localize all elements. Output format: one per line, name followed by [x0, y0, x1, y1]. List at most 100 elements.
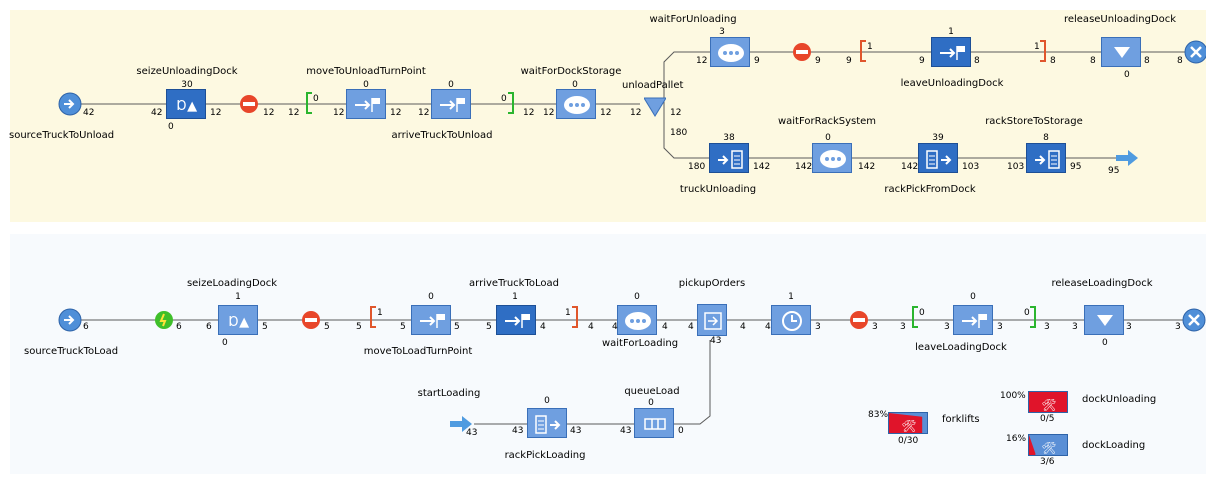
- arrive-unload-out: 0: [501, 94, 507, 104]
- arrive-load-exit-count: 1: [565, 308, 571, 318]
- release-loading-dock-block[interactable]: [1084, 305, 1124, 335]
- wait-for-loading-block[interactable]: [617, 305, 657, 335]
- arrive-load-count: 1: [512, 292, 518, 302]
- start-loading-arrow-icon[interactable]: [450, 416, 472, 432]
- svg-text:🛠: 🛠: [1041, 398, 1056, 412]
- arrive-unload-in: 12: [418, 108, 430, 118]
- wait-for-unloading-block[interactable]: [710, 37, 750, 67]
- leave-unloading-count: 1: [948, 27, 954, 37]
- arrive-truck-to-unload-block[interactable]: [431, 89, 471, 119]
- unload-pallet-split-icon[interactable]: [644, 96, 666, 118]
- wait-dock-in-left: 12: [523, 108, 535, 118]
- source-out-count: 42: [83, 108, 95, 118]
- move-to-unload-turn-point-block[interactable]: [346, 89, 386, 119]
- queue-load-label: queueLoad: [624, 386, 680, 397]
- move-to-load-turn-point-block[interactable]: [411, 305, 451, 335]
- leave-loading-in-left: 3: [900, 322, 906, 332]
- hold-unloading-out: 12: [263, 108, 275, 118]
- arrive-truck-to-unload-label: arriveTruckToUnload: [391, 130, 493, 141]
- top-flowchart-panel: [10, 10, 1206, 222]
- seize-unloading-bottom: 0: [168, 122, 174, 132]
- rack-pick-dock-in: 142: [901, 162, 919, 172]
- green-hold-out: 6: [176, 322, 182, 332]
- dock-unloading-resource-block[interactable]: 🛠: [1028, 391, 1068, 413]
- rack-pick-from-dock-block[interactable]: [918, 143, 958, 173]
- truck-unloading-in: 180: [688, 162, 706, 172]
- rack-pick-dock-out: 103: [962, 162, 980, 172]
- rack-pick-from-dock-label: rackPickFromDock: [884, 184, 976, 195]
- move-load-in-left: 5: [356, 322, 362, 332]
- truck-unloading-count: 38: [723, 133, 735, 143]
- leave-unloading-dock-label: leaveUnloadingDock: [900, 78, 1004, 89]
- release-unloading-bottom: 0: [1124, 70, 1130, 80]
- hold-loading-icon[interactable]: [301, 310, 321, 330]
- source-truck-to-unload-label: sourceTruckToUnload: [9, 130, 115, 141]
- wait-for-dock-storage-block[interactable]: [556, 89, 596, 119]
- exit-storage-arrow-icon[interactable]: [1116, 150, 1138, 166]
- release-unloading-in: 8: [1090, 56, 1096, 66]
- delay-in: 4: [765, 322, 771, 332]
- pickup-in: 4: [688, 322, 694, 332]
- unload-pallet-out-bottom: 180: [670, 128, 688, 138]
- move-load-in: 5: [400, 322, 406, 332]
- delay-block[interactable]: [771, 305, 811, 335]
- exit-storage-count: 95: [1108, 166, 1120, 176]
- source-truck-to-unload-icon[interactable]: [58, 92, 82, 116]
- queue-load-block[interactable]: [634, 408, 674, 438]
- hold-leave-unloading-icon[interactable]: [792, 42, 812, 62]
- truck-unloading-block[interactable]: [709, 143, 749, 173]
- move-load-bracket-count: 1: [377, 308, 383, 318]
- leave-unloading-dock-block[interactable]: [931, 37, 971, 67]
- arrive-truck-to-load-block[interactable]: [496, 305, 536, 335]
- seize-unloading-dock-label: seizeUnloadingDock: [136, 66, 238, 77]
- seize-loading-dock-label: seizeLoadingDock: [186, 278, 278, 289]
- leave-loading-bracket-count: 0: [919, 308, 925, 318]
- delay-count: 1: [788, 292, 794, 302]
- move-load-count: 0: [428, 292, 434, 302]
- wait-unloading-count: 3: [719, 27, 725, 37]
- hold-unloading-icon[interactable]: [239, 94, 259, 114]
- sink-unload-in: 8: [1177, 56, 1183, 66]
- start-loading-label: startLoading: [417, 388, 481, 399]
- wait-dock-in: 12: [543, 108, 555, 118]
- dock-unloading-utilization-pct: 100%: [1000, 391, 1026, 401]
- rack-pick-loading-label: rackPickLoading: [504, 450, 586, 461]
- wait-for-rack-system-block[interactable]: [812, 143, 852, 173]
- release-unloading-dock-block[interactable]: [1101, 37, 1141, 67]
- wait-for-loading-label: waitForLoading: [601, 338, 679, 349]
- move-unload-in-left: 12: [288, 108, 300, 118]
- source-truck-to-load-icon[interactable]: [58, 308, 82, 332]
- sink-load-close-icon[interactable]: [1182, 308, 1206, 332]
- seize-unloading-dock-block[interactable]: Ɒ▲: [166, 89, 206, 119]
- delay-out: 3: [815, 322, 821, 332]
- leave-loading-count: 0: [970, 292, 976, 302]
- leave-loading-exit-bracket: [1030, 306, 1036, 328]
- hold-leave-loading-icon[interactable]: [849, 310, 869, 330]
- hold-leave-unloading-out: 9: [815, 56, 821, 66]
- leave-loading-dock-label: leaveLoadingDock: [915, 342, 1007, 353]
- unload-pallet-out-top: 12: [670, 108, 682, 118]
- move-to-load-turn-point-label: moveToLoadTurnPoint: [363, 346, 473, 357]
- move-load-enter-bracket: [370, 306, 376, 328]
- move-unload-in: 12: [333, 108, 345, 118]
- release-unloading-out: 8: [1144, 56, 1150, 66]
- pickup-orders-block[interactable]: [697, 304, 727, 336]
- green-hold-icon[interactable]: [154, 310, 174, 330]
- source-load-out: 6: [83, 322, 89, 332]
- rack-store-to-storage-block[interactable]: [1026, 143, 1066, 173]
- forklifts-resource-block[interactable]: 🛠: [888, 412, 928, 434]
- dock-loading-resource-block[interactable]: 🛠: [1028, 434, 1068, 456]
- seize-unloading-out: 12: [210, 108, 222, 118]
- seize-loading-dock-block[interactable]: Ɒ▲: [218, 305, 258, 335]
- leave-loading-dock-block[interactable]: [953, 305, 993, 335]
- svg-text:🛠: 🛠: [901, 419, 916, 433]
- arrive-unload-exit-bracket: [508, 92, 514, 114]
- truck-unloading-label: truckUnloading: [679, 184, 757, 195]
- seize-loading-count: 1: [235, 292, 241, 302]
- unload-pallet-in: 12: [630, 108, 642, 118]
- sink-unload-close-icon[interactable]: [1184, 40, 1206, 64]
- hold-leave-loading-out: 3: [872, 322, 878, 332]
- queue-load-count: 0: [648, 398, 654, 408]
- release-loading-bottom: 0: [1102, 338, 1108, 348]
- rack-pick-loading-block[interactable]: [527, 408, 567, 438]
